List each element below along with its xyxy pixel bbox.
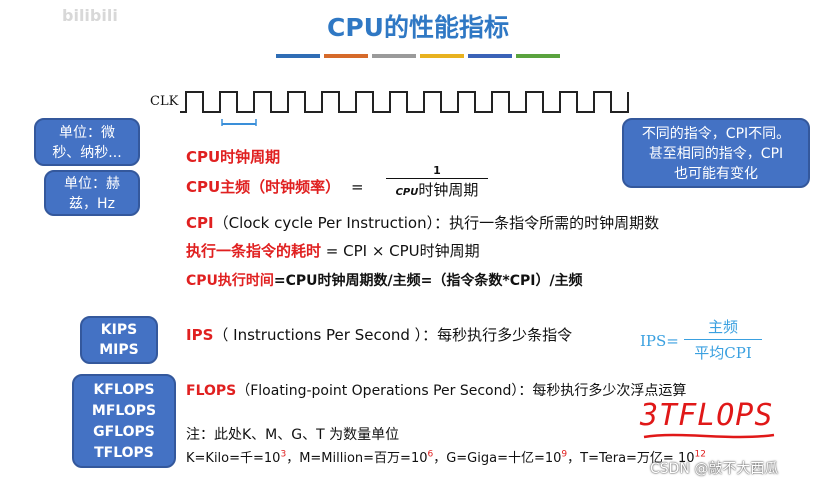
cpu-frequency-line: CPU主频（时钟频率） = (186, 178, 364, 196)
title-color-bar (324, 54, 368, 58)
unit-time-bubble: 单位：微 秒、纳秒... (34, 118, 140, 166)
cpu-exec-time-line: CPU执行时间=CPU时钟周期数/主频=（指令条数*CPI）/主频 (186, 273, 583, 289)
csdn-watermark: CSDN @敲不大西瓜 (650, 461, 779, 477)
bilibili-watermark: bilibili (62, 6, 118, 25)
flops-line: FLOPS（Floating-point Operations Per Seco… (186, 383, 687, 399)
kips-bubble: KIPS MIPS (80, 316, 158, 364)
clock-waveform (180, 91, 629, 126)
title-color-bar (516, 54, 560, 58)
clk-label: CLK (150, 94, 179, 109)
frequency-fraction: 1 CPU时钟周期 (382, 164, 492, 200)
cpi-note-bubble: 不同的指令，CPI不同。 甚至相同的指令，CPI 也可能有变化 (622, 118, 810, 188)
handwritten-3tflops: 3TFLOPS (640, 398, 780, 443)
unit-note: 注：此处K、M、G、T 为数量单位 (186, 427, 400, 443)
unit-hz-bubble: 单位：赫 兹，Hz (44, 170, 140, 216)
title-color-bar (420, 54, 464, 58)
cpu-clock-period: CPU时钟周期 (186, 148, 281, 166)
page-title: CPU的性能指标 (327, 13, 509, 42)
flops-bubble: KFLOPS MFLOPS GFLOPS TFLOPS (72, 374, 176, 468)
title-color-bar (276, 54, 320, 58)
cpi-line: CPI（Clock cycle Per Instruction）：执行一条指令所… (186, 214, 660, 232)
ips-line: IPS（ Instructions Per Second ）：每秒执行多少条指令 (186, 326, 573, 344)
title-color-bar (468, 54, 512, 58)
instruction-cost-line: 执行一条指令的耗时 = CPI × CPU时钟周期 (186, 242, 480, 260)
unit-definitions: K=Kilo=千=103，M=Million=百万=106，G=Giga=十亿=… (186, 449, 706, 466)
title-color-bar (372, 54, 416, 58)
